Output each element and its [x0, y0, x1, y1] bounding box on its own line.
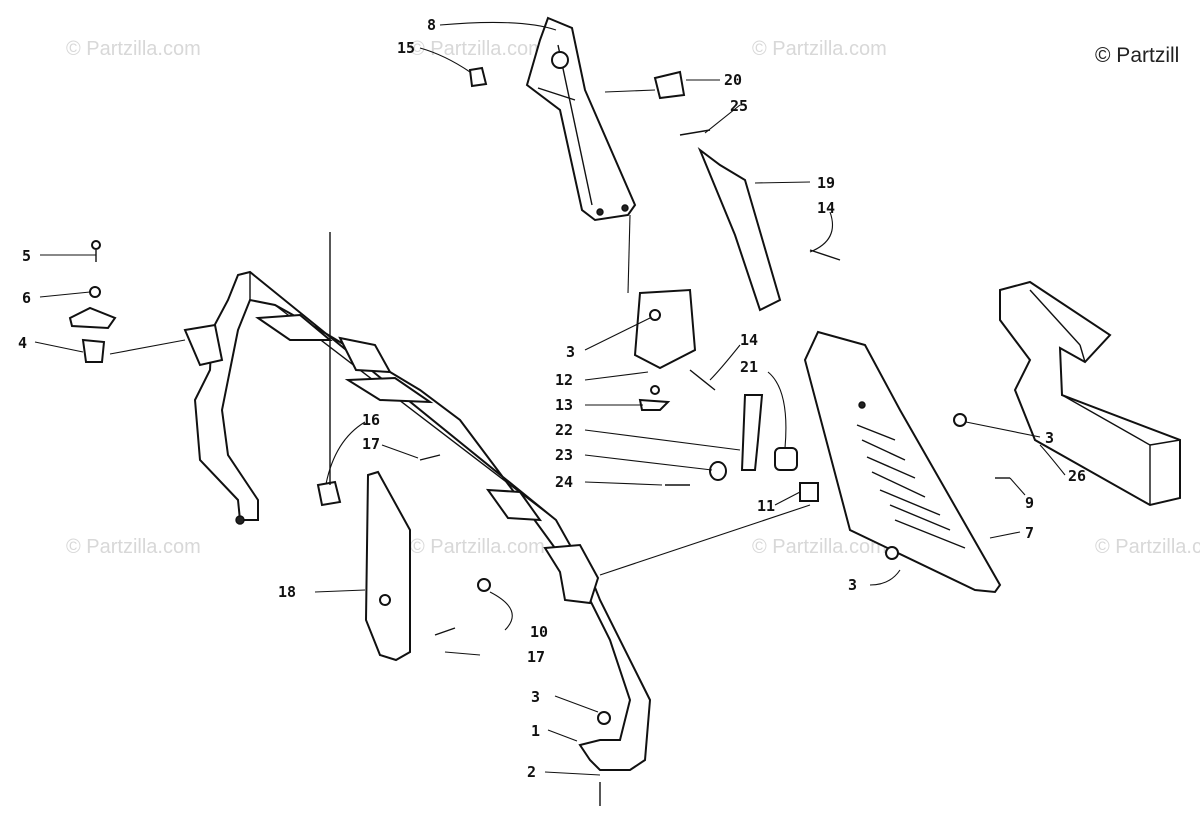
callout-11: 11 [757, 497, 775, 515]
callout-17-bottom: 17 [527, 648, 545, 666]
leader-lines [34, 21, 1066, 776]
callout-21: 21 [740, 358, 758, 376]
upper-mount-plate [525, 16, 782, 312]
watermark-mid-right: © Partzilla.com [752, 536, 887, 558]
callout-24: 24 [555, 473, 573, 491]
callout-22: 22 [555, 421, 573, 439]
callout-4: 4 [18, 334, 27, 352]
callout-9: 9 [1025, 494, 1034, 512]
callout-5: 5 [22, 247, 31, 265]
bumper-pad [999, 280, 1181, 507]
mount-bracket [633, 288, 697, 370]
callout-10: 10 [530, 623, 548, 641]
callout-14-mid: 14 [740, 331, 758, 349]
callout-1: 1 [531, 722, 540, 740]
callout-26: 26 [1068, 467, 1086, 485]
copyright-notice: © Partzill [1095, 44, 1179, 67]
watermark-mid-left: © Partzilla.com [66, 536, 201, 558]
callout-13: 13 [555, 396, 573, 414]
callout-12: 12 [555, 371, 573, 389]
callout-2: 2 [527, 763, 536, 781]
bumper-frame [183, 270, 652, 771]
callout-6: 6 [22, 289, 31, 307]
callout-23: 23 [555, 446, 573, 464]
callout-3-bottom: 3 [531, 688, 540, 706]
callout-17-top: 17 [362, 435, 380, 453]
callouts: 5 6 4 8 15 20 25 19 14 3 12 13 22 23 24 … [18, 16, 1086, 781]
callout-3-lower-right: 3 [848, 576, 857, 594]
callout-18: 18 [278, 583, 296, 601]
callout-19: 19 [817, 174, 835, 192]
callout-16: 16 [362, 411, 380, 429]
side-panel [803, 330, 1002, 594]
watermark-top-right: © Partzilla.com [752, 38, 887, 60]
callout-7: 7 [1025, 524, 1034, 542]
callout-3-right: 3 [1045, 429, 1054, 447]
callout-25: 25 [730, 97, 748, 115]
watermark-top-left: © Partzilla.com [66, 38, 201, 60]
watermark-mid-far-right: © Partzilla.com [1095, 536, 1200, 558]
watermark-mid-center: © Partzilla.com [410, 536, 545, 558]
callout-3-bracket: 3 [566, 343, 575, 361]
fasteners [68, 51, 1010, 806]
callout-20: 20 [724, 71, 742, 89]
callout-15: 15 [397, 39, 415, 57]
latch-assembly [709, 394, 819, 502]
callout-8: 8 [427, 16, 436, 34]
watermark-top-center: © Partzilla.com [410, 38, 545, 60]
hinge-plate [316, 232, 411, 662]
callout-14-top: 14 [817, 199, 835, 217]
